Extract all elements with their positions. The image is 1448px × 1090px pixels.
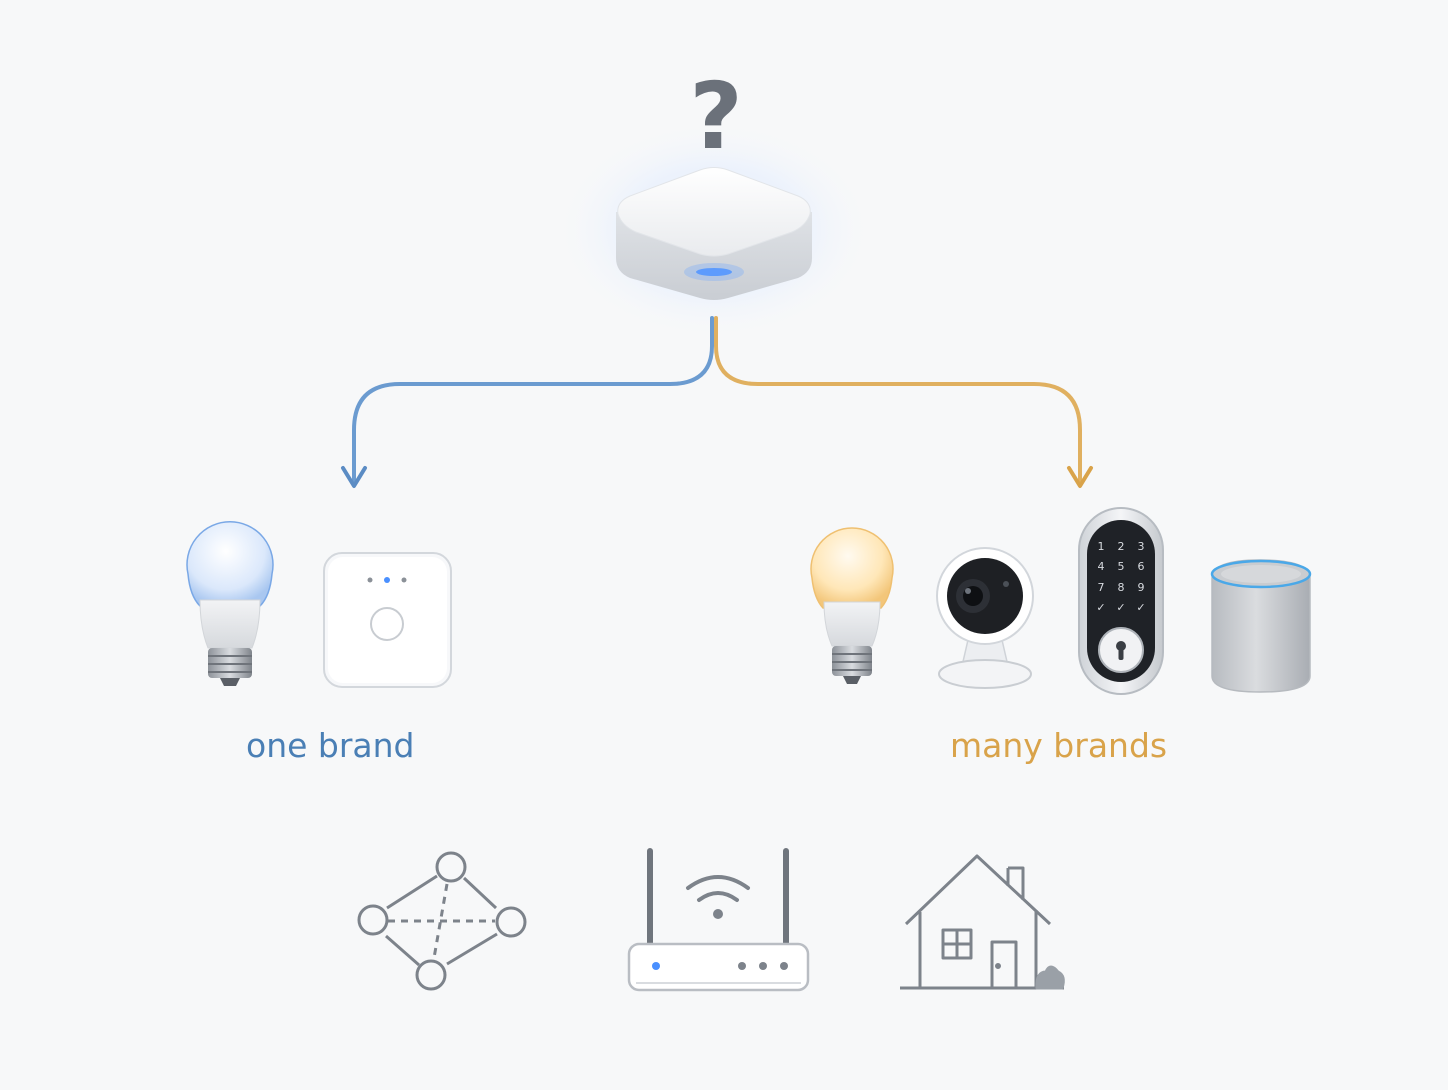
smart-bulb-icon <box>186 521 274 686</box>
key: 4 <box>1098 560 1105 573</box>
key: ✓ <box>1116 601 1125 614</box>
key: 5 <box>1118 560 1125 573</box>
key: 7 <box>1098 581 1105 594</box>
keypad-keys: 1 2 3 4 5 6 7 8 9 ✓ ✓ ✓ <box>1096 540 1145 614</box>
key: 9 <box>1138 581 1145 594</box>
key: 3 <box>1138 540 1145 553</box>
keypad-lock-icon: 1 2 3 4 5 6 7 8 9 ✓ ✓ ✓ <box>1078 507 1164 695</box>
house-icon <box>900 854 1065 990</box>
many-brands-label: many brands <box>950 726 1168 765</box>
smart-bulb-warm-icon <box>810 527 894 684</box>
wifi-router-icon <box>627 848 810 992</box>
key: 2 <box>1118 540 1125 553</box>
question-mark: ? <box>689 63 742 170</box>
smart-hub-icon <box>554 120 874 340</box>
key: 1 <box>1098 540 1105 553</box>
bridge-icon <box>323 552 452 688</box>
branch-many-brands-arrow <box>714 316 1093 488</box>
smart-speaker-icon <box>1210 559 1312 693</box>
mesh-network-icon <box>357 851 527 991</box>
one-brand-label: one brand <box>246 726 415 765</box>
security-camera-icon <box>936 547 1034 689</box>
key: 8 <box>1118 581 1125 594</box>
key: ✓ <box>1096 601 1105 614</box>
key: 6 <box>1138 560 1145 573</box>
branch-one-brand-arrow <box>341 316 714 488</box>
key: ✓ <box>1136 601 1145 614</box>
